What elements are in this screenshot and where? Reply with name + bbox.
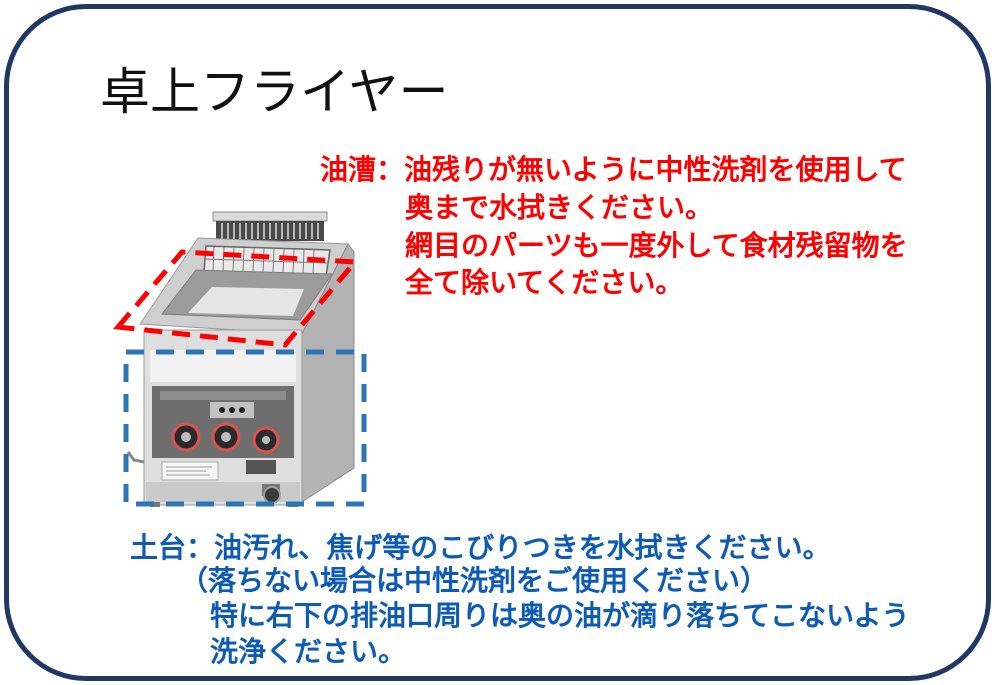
oil-tank-line-3: 網目のパーツも一度外して食材残留物を xyxy=(405,229,908,262)
indicator-dot-2 xyxy=(229,407,235,413)
oil-tank-highlight-outline xyxy=(113,249,361,348)
base-line-2: （落ちない場合は中性洗剤をご使用ください） xyxy=(180,564,769,597)
rating-label-text-lines xyxy=(166,466,212,476)
grille-slats xyxy=(221,223,319,239)
fryer-front-upper-panel xyxy=(150,350,296,382)
burner-frame xyxy=(160,391,286,400)
oil-tank-line-2: 奥まで水拭きください。 xyxy=(405,191,714,224)
page-title: 卓上フライヤー xyxy=(100,63,449,121)
grille-top-cap xyxy=(212,211,328,222)
control-knob-3-cap xyxy=(262,436,270,444)
brand-plate xyxy=(246,460,276,474)
base-label: 土台： xyxy=(130,531,215,564)
fryer-foot-left xyxy=(150,502,160,507)
base-line-3: 特に右下の排油口周りは奥の油が滴り落ちてこないよう xyxy=(210,599,910,632)
base-highlight-outline xyxy=(123,349,367,507)
oil-tank-line-1: 油漕：油残りが無いように中性洗剤を使用して xyxy=(320,152,907,188)
basket-wires xyxy=(204,246,329,277)
oil-tank-line-4: 全て除いてください。 xyxy=(405,266,684,299)
oil-tank-text-1: 油残りが無いように中性洗剤を使用して xyxy=(404,153,907,186)
heating-plate xyxy=(188,287,304,316)
control-knob-1-cap xyxy=(181,432,191,442)
side-hook xyxy=(126,451,145,464)
indicator-dot-1 xyxy=(219,407,225,413)
base-line-1: 土台：油汚れ、焦げ等のこびりつきを水拭きください。 xyxy=(130,530,831,566)
base-text-1: 油汚れ、焦げ等のこびりつきを水拭きください。 xyxy=(214,531,831,564)
base-line-4: 洗浄ください。 xyxy=(210,635,407,668)
drain-valve-icon xyxy=(263,486,281,504)
fryer-image xyxy=(126,211,355,507)
indicator-dot-3 xyxy=(239,407,245,413)
fryer-base-strip xyxy=(146,482,300,502)
control-knob-2-cap xyxy=(221,432,231,442)
oil-tank-label: 油漕： xyxy=(320,153,405,186)
